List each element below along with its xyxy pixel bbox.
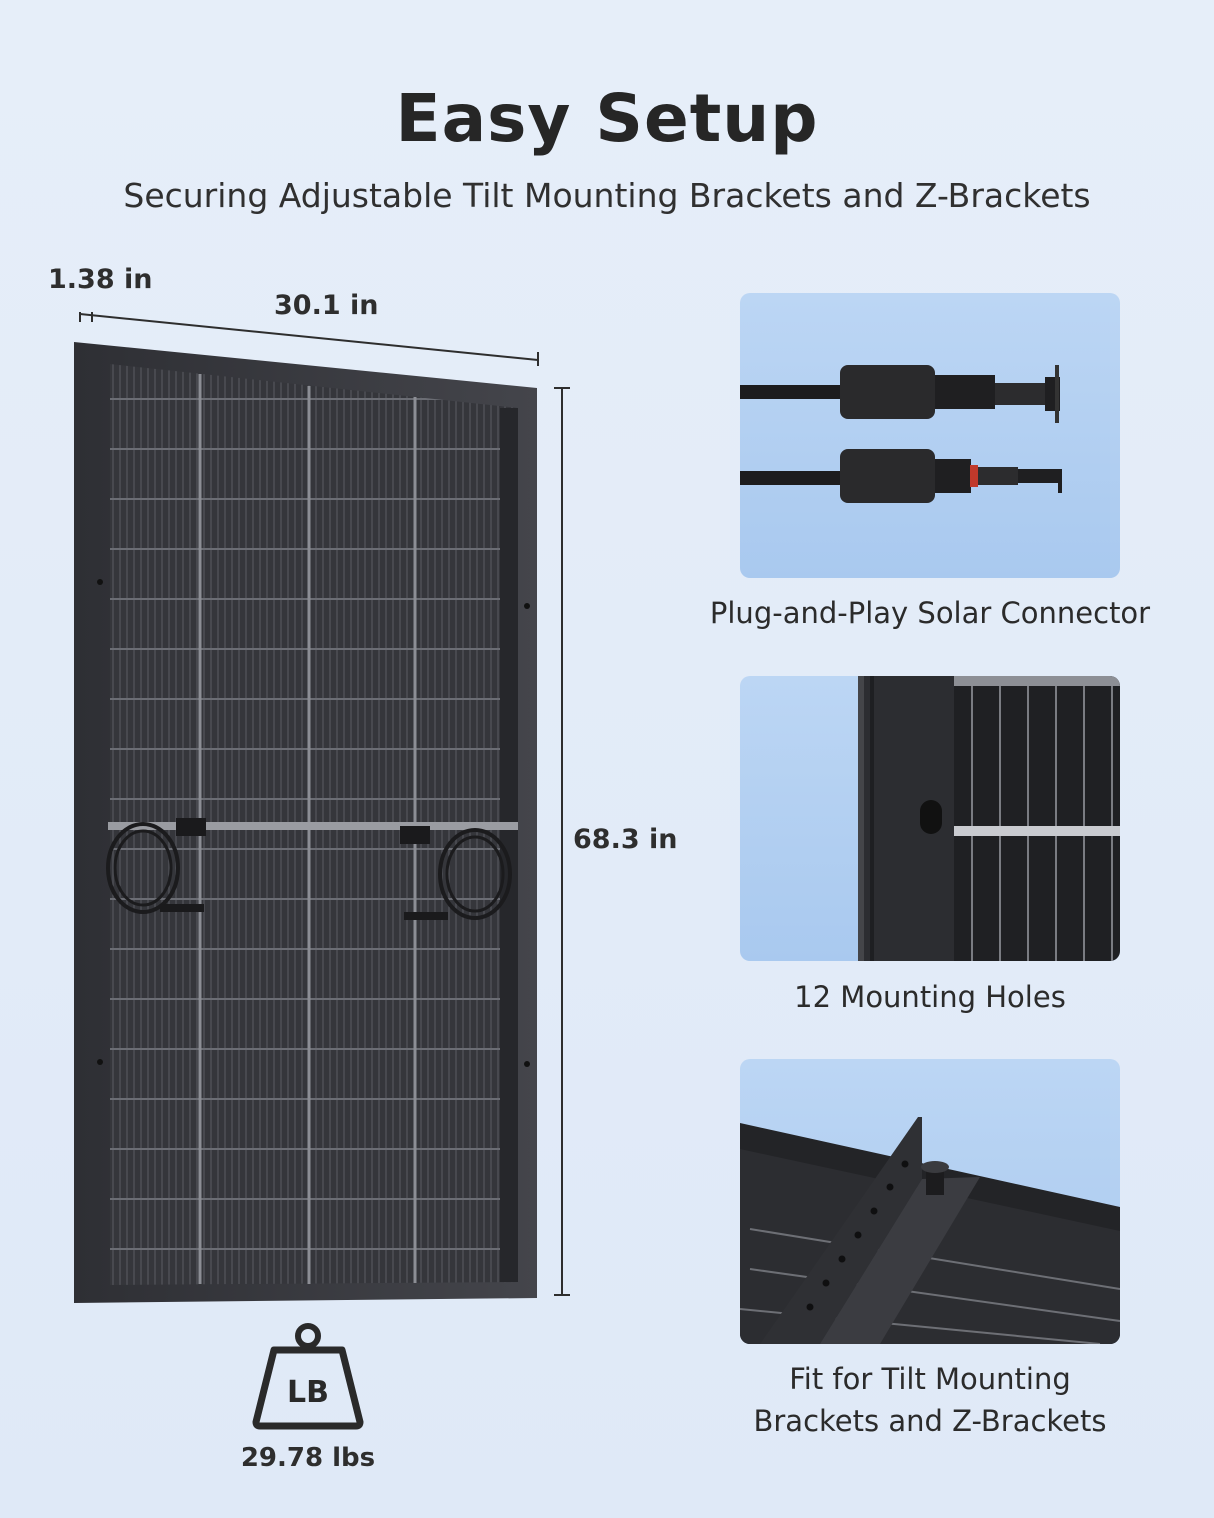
- thickness-label: 1.38 in: [48, 264, 153, 295]
- mounting-hole-photo: [858, 676, 1120, 961]
- weight-icon: LB: [252, 1323, 364, 1430]
- weight-icon-text: LB: [287, 1375, 329, 1410]
- page-subtitle: Securing Adjustable Tilt Mounting Bracke…: [123, 176, 1091, 215]
- connector-caption: Plug-and-Play Solar Connector: [709, 596, 1151, 630]
- mounting-holes-caption: 12 Mounting Holes: [794, 980, 1066, 1014]
- page-title: Easy Setup: [395, 80, 819, 157]
- solar-panel-illustration: [74, 312, 570, 1303]
- connector-photo: [740, 365, 1062, 503]
- bracket-caption: Fit for Tilt Mounting Brackets and Z-Bra…: [660, 1358, 1200, 1442]
- bracket-photo: [740, 1117, 1120, 1344]
- connector-card: [740, 293, 1120, 578]
- bracket-card: [740, 1059, 1120, 1344]
- height-label: 68.3 in: [573, 824, 678, 855]
- weight-value: 29.78 lbs: [240, 1443, 376, 1473]
- width-label: 30.1 in: [274, 290, 379, 321]
- bracket-caption-line2: Brackets and Z-Brackets: [753, 1404, 1107, 1438]
- bracket-caption-line1: Fit for Tilt Mounting: [789, 1362, 1071, 1396]
- mounting-holes-card: [740, 676, 1120, 961]
